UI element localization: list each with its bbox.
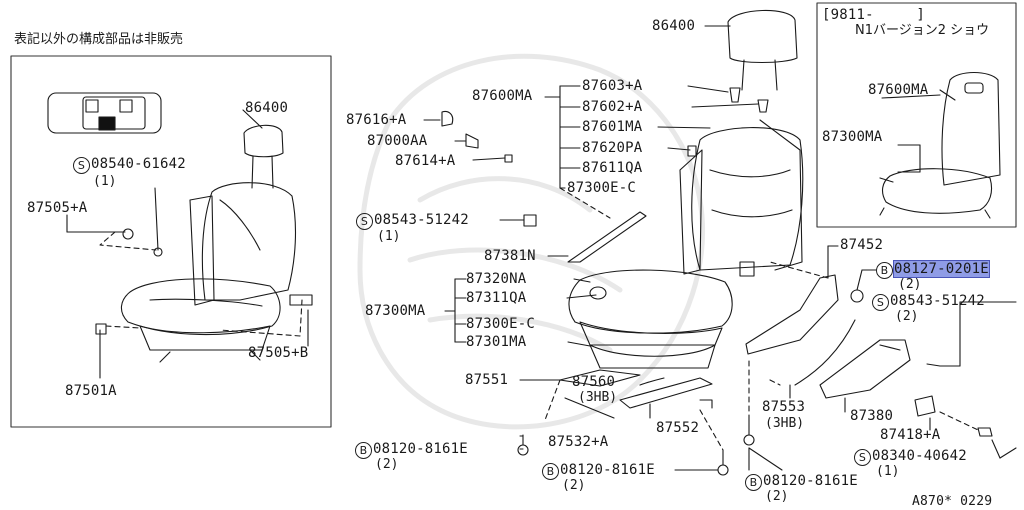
qty: (2) — [765, 489, 789, 504]
bolt-symbol: B — [542, 463, 559, 480]
label-87301MA: 87301MA — [466, 334, 527, 350]
note-not-sold-separately: 表記以外の構成部品は非販売 — [14, 32, 184, 47]
part-number: 08120-8161E — [373, 441, 468, 457]
headrest-main — [711, 9, 798, 91]
label-87614A: 87614+A — [395, 153, 456, 169]
label-87560-sub: (3HB) — [578, 390, 618, 405]
part-number: 08543-51242 — [890, 293, 985, 309]
part-number: 87300E — [466, 316, 518, 332]
screw-symbol: S — [872, 294, 889, 311]
part-number: 08120-8161E — [763, 473, 858, 489]
label-87300MA: 87300MA — [365, 303, 426, 319]
label-87551: 87551 — [465, 372, 509, 388]
label-87300E-top: 87300E-C — [567, 180, 637, 196]
label-87603A: 87603+A — [582, 78, 643, 94]
label-87620PA: 87620PA — [582, 140, 643, 156]
diagram-code: A870* 0229 — [912, 494, 993, 509]
bolt-symbol: B — [355, 442, 372, 459]
leader-lines — [423, 25, 1017, 471]
label-87560: 87560 — [572, 374, 616, 390]
label-87600MA: 87600MA — [472, 88, 533, 104]
seat-rails — [559, 369, 713, 419]
seat-back-main — [679, 119, 804, 277]
label-87601MA: 87601MA — [582, 119, 643, 135]
label-87452: 87452 — [840, 237, 884, 253]
label-87505B: 87505+B — [248, 345, 309, 361]
inset-date-code: [9811- ] — [822, 7, 926, 23]
label-87381N: 87381N — [484, 248, 536, 264]
clip-c-symbol: C — [526, 316, 536, 332]
label-87501A: 87501A — [65, 383, 117, 399]
screw-symbol: S — [73, 157, 90, 174]
qty: (2) — [898, 277, 922, 292]
label-87311QA: 87311QA — [466, 290, 527, 306]
label-87553-sub: (3HB) — [765, 416, 805, 431]
qty: (1) — [876, 464, 900, 479]
label-87616A: 87616+A — [346, 112, 407, 128]
label-87552: 87552 — [656, 420, 700, 436]
clip-c-symbol: C — [627, 180, 637, 196]
part-number: 08120-8161E — [560, 462, 655, 478]
label-87300MA-inset: 87300MA — [822, 129, 883, 145]
seat-assembly-left — [120, 124, 297, 363]
qty: (1) — [93, 174, 117, 189]
part-number: 08540-61642 — [91, 156, 186, 172]
vehicle-position-icon — [47, 92, 162, 134]
screw-symbol: S — [854, 449, 871, 466]
label-86400-left: 86400 — [245, 100, 289, 116]
inset-title: N1バージョン2 ショウ — [855, 23, 990, 38]
part-number: 08543-51242 — [374, 212, 469, 228]
qty: (2) — [562, 478, 586, 493]
screw-symbol: S — [356, 213, 373, 230]
label-87300E-mid: 87300E-C — [466, 316, 536, 332]
part-number: 08340-40642 — [872, 448, 967, 464]
back-board-87381N — [567, 211, 647, 263]
seat-cushion-main — [568, 269, 733, 369]
label-87380: 87380 — [850, 408, 894, 424]
label-87602A: 87602+A — [582, 99, 643, 115]
label-87532A: 87532+A — [548, 434, 609, 450]
label-86400: 86400 — [652, 18, 696, 34]
label-87320NA: 87320NA — [466, 271, 527, 287]
left-leaders — [66, 109, 313, 379]
label-87611QA: 87611QA — [582, 160, 643, 176]
part-number-highlight: 08127-0201E — [893, 260, 990, 278]
qty: (1) — [377, 229, 401, 244]
label-87418A: 87418+A — [880, 427, 941, 443]
bolt-symbol: B — [745, 474, 762, 491]
bolt-symbol: B — [876, 262, 893, 279]
recliner-parts — [745, 274, 941, 417]
label-87553: 87553 — [762, 399, 806, 415]
label-87000AA: 87000AA — [367, 133, 428, 149]
seat-inset-n1 — [879, 71, 1001, 219]
watermark-emblem — [357, 53, 705, 430]
label-87505A: 87505+A — [27, 200, 88, 216]
label-87600MA-inset: 87600MA — [868, 82, 929, 98]
qty: (2) — [375, 457, 399, 472]
qty: (2) — [895, 309, 919, 324]
part-number: 87300E — [567, 180, 619, 196]
